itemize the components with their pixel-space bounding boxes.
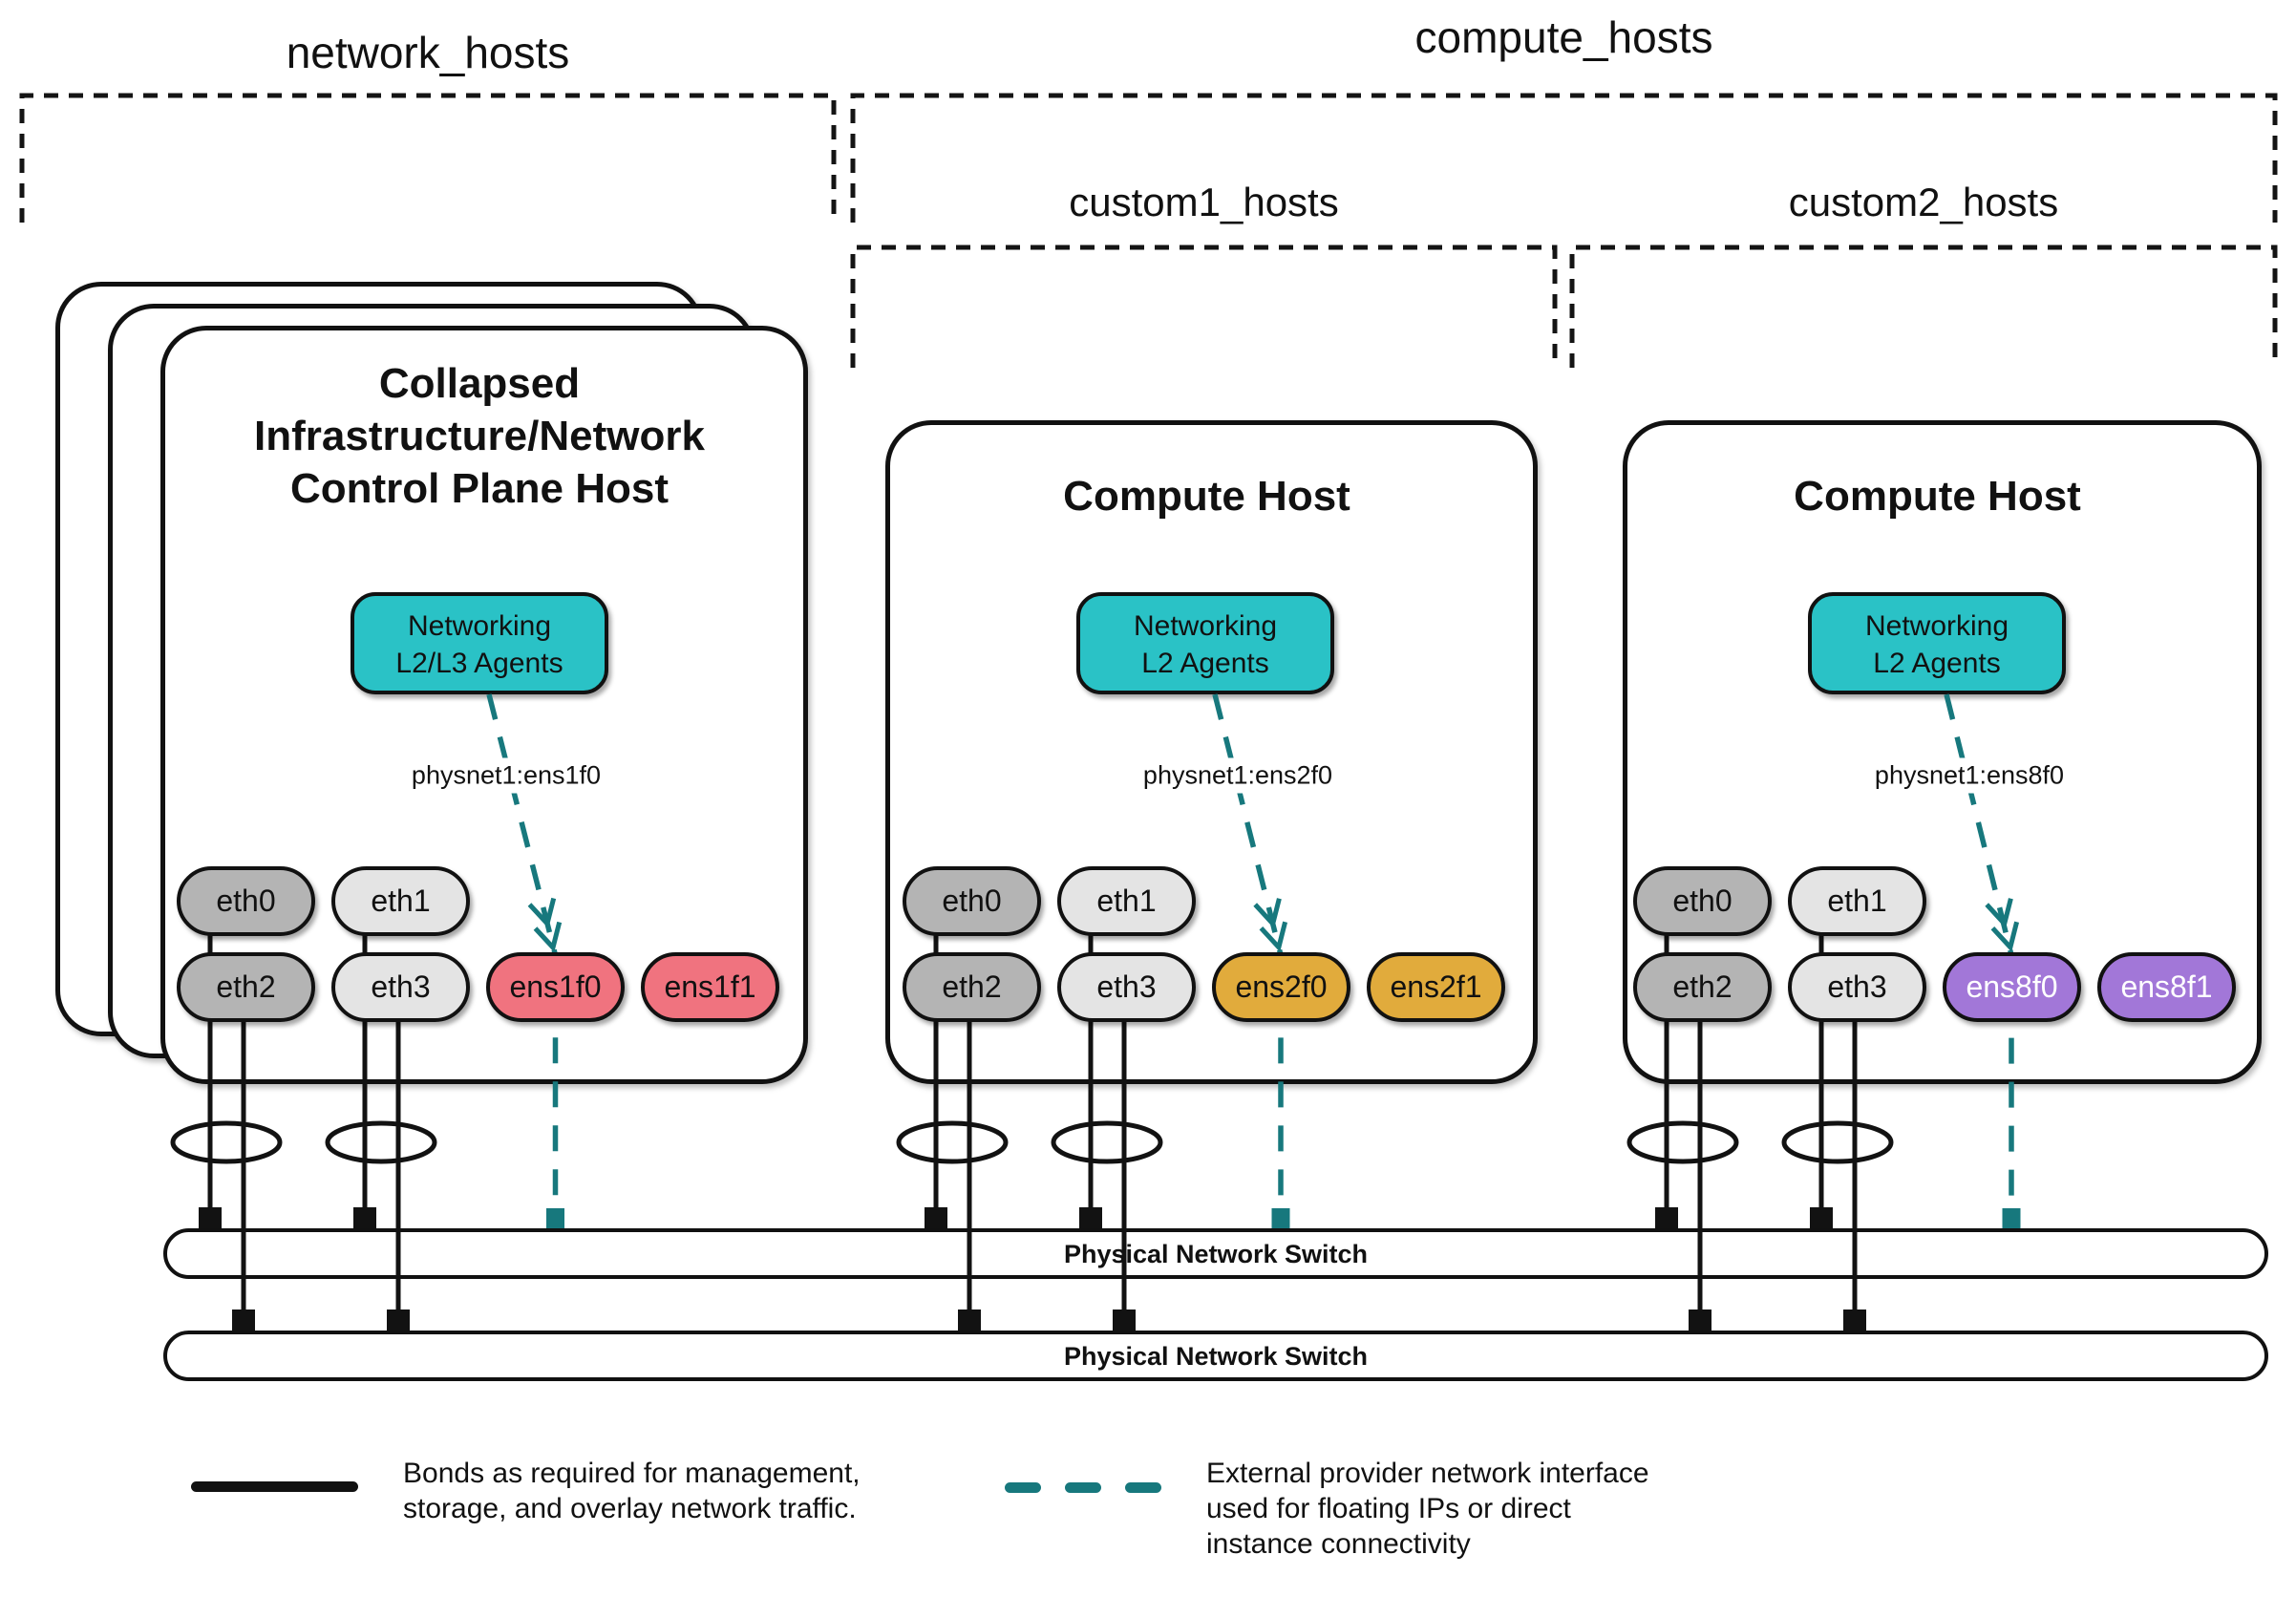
switch-port-tap	[353, 1207, 376, 1228]
compute-host-1-title: Compute Host	[1063, 473, 1350, 520]
compute-host-2-title: Compute Host	[1794, 473, 2081, 520]
switch-port-tap	[925, 1207, 947, 1228]
switch-port-tap	[1843, 1310, 1866, 1331]
legend-dash-icon	[1125, 1482, 1161, 1493]
nic-pill-eth1: eth1	[1788, 866, 1926, 936]
bond-ellipse	[1051, 1120, 1163, 1164]
provider-port-tap	[1271, 1208, 1290, 1228]
nic-pill-ens2f1: ens2f1	[1367, 952, 1505, 1022]
physnet-label-compute2: physnet1:ens8f0	[1864, 757, 2074, 794]
legend-provider-text: External provider network interface used…	[1206, 1458, 1649, 1560]
networking-agents-box-compute1: Networking L2 Agents	[1076, 592, 1334, 694]
switch-port-tap	[387, 1310, 410, 1331]
nic-pill-ens1f0: ens1f0	[486, 952, 625, 1022]
nic-pill-eth3: eth3	[1788, 952, 1926, 1022]
group-title-custom2-hosts: custom2_hosts	[1788, 180, 2059, 224]
bond-ellipse	[896, 1120, 1009, 1164]
legend-provider-line-swatch	[1005, 1482, 1161, 1493]
arrowhead-chevron-icon	[1985, 898, 2013, 929]
legend-bond-line-swatch	[191, 1481, 358, 1492]
compute-hosts-bracket	[850, 93, 2278, 223]
bond-ellipse	[170, 1120, 283, 1164]
nic-pill-eth1: eth1	[1057, 866, 1196, 936]
networking-agents-box-compute2: Networking L2 Agents	[1808, 592, 2066, 694]
nic-pill-eth2: eth2	[177, 952, 315, 1022]
networking-agents-box-control: Networking L2/L3 Agents	[351, 592, 608, 694]
arrowhead-chevron-icon	[1253, 898, 1282, 929]
arrowhead-chevron-icon	[1990, 921, 2020, 952]
nic-pill-eth2: eth2	[903, 952, 1041, 1022]
bond-ellipse	[325, 1120, 437, 1164]
nic-pill-ens2f0: ens2f0	[1212, 952, 1350, 1022]
provider-port-tap	[546, 1208, 564, 1228]
arrowhead-chevron-icon	[533, 921, 563, 953]
legend-dash-icon	[1005, 1482, 1041, 1493]
switch-port-tap	[1810, 1207, 1833, 1228]
switch-port-tap	[232, 1310, 255, 1331]
network-hosts-bracket	[19, 93, 837, 223]
nic-pill-eth1: eth1	[331, 866, 470, 936]
switch-port-tap	[958, 1310, 981, 1331]
legend-bond-text: Bonds as required for management, storag…	[403, 1458, 861, 1524]
group-title-compute-hosts: compute_hosts	[1414, 12, 1713, 62]
switch-port-tap	[1113, 1310, 1136, 1331]
nic-pill-eth3: eth3	[331, 952, 470, 1022]
provider-port-tap	[2002, 1208, 2021, 1228]
switch-port-tap	[1689, 1310, 1711, 1331]
nic-pill-eth0: eth0	[177, 866, 315, 936]
physnet-label-compute1: physnet1:ens2f0	[1133, 757, 1343, 794]
group-title-custom1-hosts: custom1_hosts	[1069, 180, 1339, 224]
nic-pill-eth0: eth0	[1633, 866, 1772, 936]
physical-network-switch-1: Physical Network Switch	[163, 1228, 2268, 1279]
arrowhead-chevron-icon	[1259, 921, 1288, 952]
nic-pill-eth0: eth0	[903, 866, 1041, 936]
switch-port-tap	[1655, 1207, 1678, 1228]
control-plane-host-title: Collapsed Infrastructure/Network Control…	[254, 360, 705, 512]
bond-ellipse	[1781, 1120, 1894, 1164]
group-title-network-hosts: network_hosts	[286, 28, 570, 77]
bond-ellipse	[1626, 1120, 1739, 1164]
nic-pill-ens1f1: ens1f1	[641, 952, 779, 1022]
nic-pill-eth3: eth3	[1057, 952, 1196, 1022]
arrowhead-chevron-icon	[527, 897, 557, 929]
custom2-hosts-bracket	[1569, 245, 2278, 368]
nic-pill-ens8f1: ens8f1	[2097, 952, 2236, 1022]
custom1-hosts-bracket	[850, 245, 1558, 368]
legend-dash-icon	[1065, 1482, 1101, 1493]
physical-network-switch-2: Physical Network Switch	[163, 1331, 2268, 1381]
nic-pill-ens8f0: ens8f0	[1943, 952, 2081, 1022]
nic-pill-eth2: eth2	[1633, 952, 1772, 1022]
switch-port-tap	[1079, 1207, 1102, 1228]
switch-port-tap	[199, 1207, 222, 1228]
physnet-label-control: physnet1:ens1f0	[401, 757, 611, 794]
